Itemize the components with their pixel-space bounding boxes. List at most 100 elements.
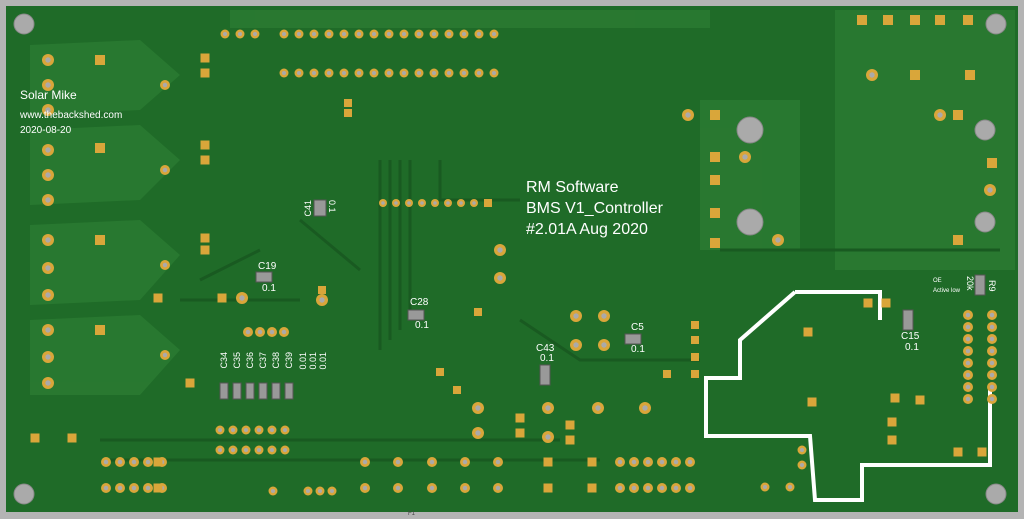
cap-value: 0.01 [318,352,328,370]
pad [587,457,597,467]
c15-ref: C15 [901,331,920,342]
pad [965,70,975,80]
pad [543,483,553,493]
website-label: www.thebackshed.com [20,110,123,121]
pad [587,483,597,493]
mounting-holes [13,13,1007,505]
pad [200,140,210,150]
c15-value: 0.1 [905,342,919,353]
pad [803,327,813,337]
pad [200,68,210,78]
pads [30,15,997,496]
pad [987,158,997,168]
pad [95,143,105,153]
pad [710,110,720,120]
pad [953,110,963,120]
cap-value: 0.01 [298,352,308,370]
oe-active-low: Active low [933,288,961,294]
pad [857,15,867,25]
pad [710,175,720,185]
cap-ref: C39 [284,352,294,369]
pad [95,55,105,65]
pad [153,457,163,467]
pad [200,53,210,63]
c41-value: 0.1 [327,200,337,213]
c19-ref: C19 [258,261,277,272]
pad [710,238,720,248]
cap-ref: C36 [245,352,255,369]
pad [863,298,873,308]
pad [935,15,945,25]
cap-ref: C37 [258,352,268,369]
cap-ref: C34 [219,352,229,369]
pad [217,293,227,303]
pad [67,433,77,443]
pad [344,109,352,117]
copper-pours [30,10,1015,395]
pad [30,433,40,443]
cap-ref: C38 [271,352,281,369]
pad [95,325,105,335]
c41-ref: C41 [303,200,313,217]
pad [953,447,963,457]
c5-value: 0.1 [631,344,645,355]
pad [95,235,105,245]
pad [543,457,553,467]
author-label: Solar Mike [20,88,77,102]
pad [515,413,525,423]
pad [910,70,920,80]
bottom-mark: F1 [408,511,416,517]
cap-ref: C35 [232,352,242,369]
board-title-line-1: RM Software [526,179,619,196]
pad [881,298,891,308]
pad [887,435,897,445]
pad [185,378,195,388]
r9-ref: R9 [987,280,997,292]
pad [515,428,525,438]
traces [100,160,1000,462]
pad [977,447,987,457]
pad [691,321,699,329]
pad [691,336,699,344]
c19-value: 0.1 [262,283,276,294]
pad [453,386,461,394]
pad [691,353,699,361]
pad [436,368,444,376]
pad [318,286,326,294]
cap-value: 0.01 [308,352,318,370]
pad [963,15,973,25]
pad [153,483,163,493]
c28-value: 0.1 [415,320,429,331]
keepout-outline [704,290,992,502]
pad [200,245,210,255]
pad [691,370,699,378]
c43-ref: C43 [536,343,555,354]
board-title-line-3: #2.01A Aug 2020 [526,221,648,238]
pad [890,393,900,403]
pad [200,155,210,165]
pad [710,208,720,218]
pad [474,308,482,316]
pad [200,233,210,243]
pad [887,417,897,427]
date-label: 2020-08-20 [20,125,72,136]
c28-ref: C28 [410,297,429,308]
board-title-line-2: BMS V1_Controller [526,200,663,217]
pad [807,397,817,407]
pad [565,420,575,430]
pad [915,395,925,405]
smd-parts [219,199,986,400]
pad [344,99,352,107]
pad [663,370,671,378]
pad [953,235,963,245]
pad [910,15,920,25]
c5-ref: C5 [631,322,644,333]
oe-note: OE [933,278,942,284]
c43-value: 0.1 [540,353,554,364]
pad [484,199,492,207]
r9-value: 20k [965,276,975,291]
pad [153,293,163,303]
pad [883,15,893,25]
